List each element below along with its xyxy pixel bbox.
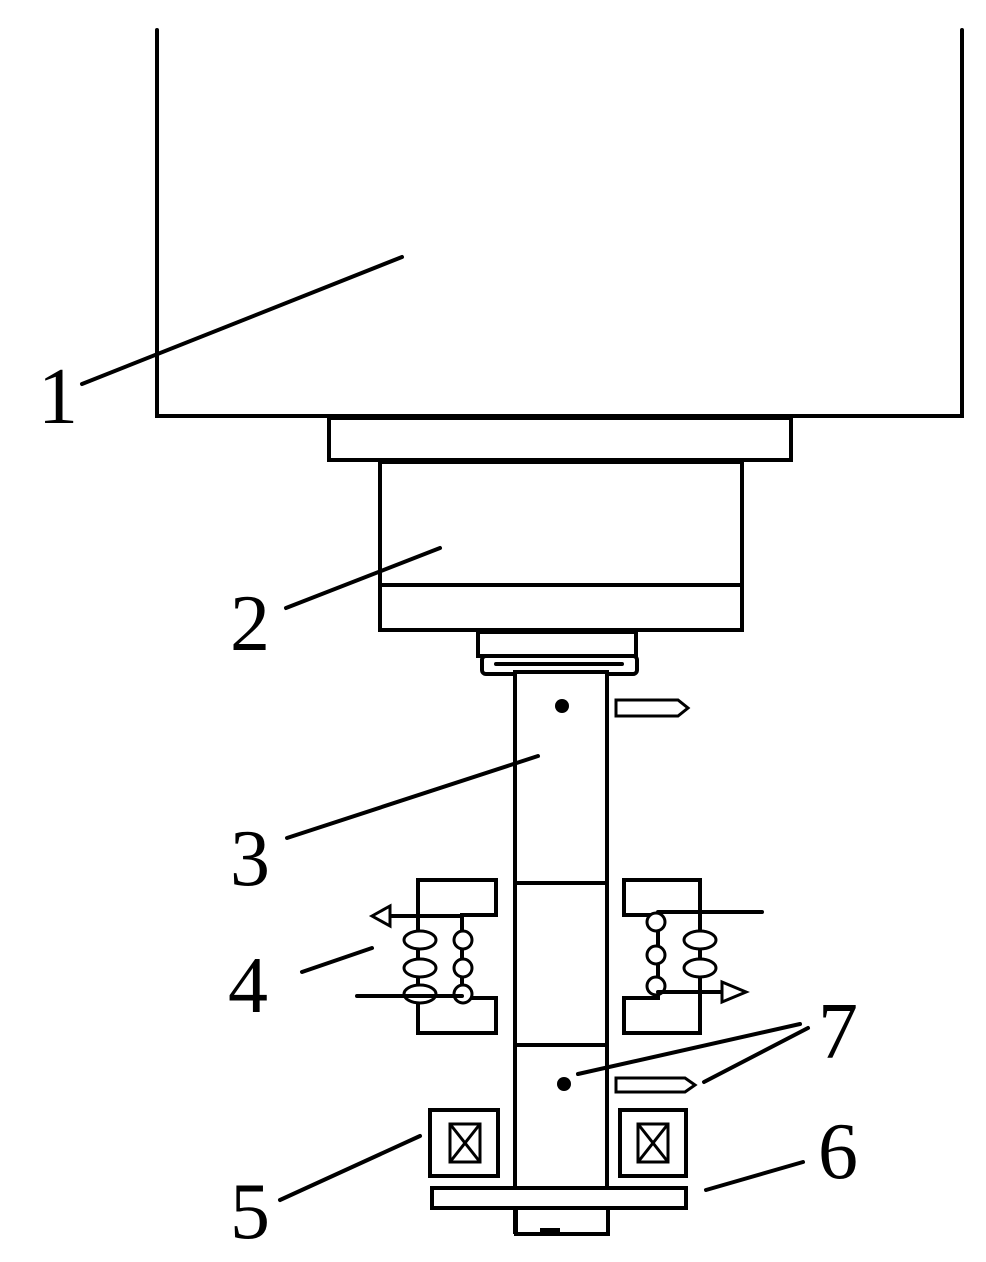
leader-6 bbox=[704, 1160, 805, 1192]
shaft-adapter bbox=[476, 630, 639, 676]
label-6: 6 bbox=[818, 1108, 858, 1196]
shaft-end-cap bbox=[540, 1228, 560, 1236]
coupling bbox=[378, 460, 744, 632]
leader-1 bbox=[80, 255, 404, 386]
disc-plate bbox=[430, 1186, 688, 1210]
electromagnet-left bbox=[355, 878, 498, 1035]
shaft bbox=[513, 670, 610, 1236]
leader-7b bbox=[702, 1026, 810, 1084]
leader-7a bbox=[576, 1022, 802, 1076]
electromagnet-right bbox=[622, 878, 764, 1035]
leader-2 bbox=[284, 546, 442, 610]
label-1: 1 bbox=[38, 353, 78, 441]
label-4: 4 bbox=[228, 942, 268, 1030]
sensor-pins bbox=[557, 1076, 698, 1094]
label-3: 3 bbox=[230, 815, 270, 903]
leader-4 bbox=[300, 946, 374, 974]
label-7: 7 bbox=[818, 988, 858, 1076]
label-5: 5 bbox=[230, 1168, 270, 1256]
mounting-flange bbox=[327, 416, 793, 462]
leader-3 bbox=[285, 754, 540, 840]
upper-pin bbox=[555, 698, 691, 718]
bearing-right bbox=[618, 1108, 688, 1178]
leader-5 bbox=[278, 1134, 422, 1202]
housing bbox=[155, 28, 964, 418]
label-2: 2 bbox=[230, 580, 270, 668]
bearing-left bbox=[428, 1108, 500, 1178]
